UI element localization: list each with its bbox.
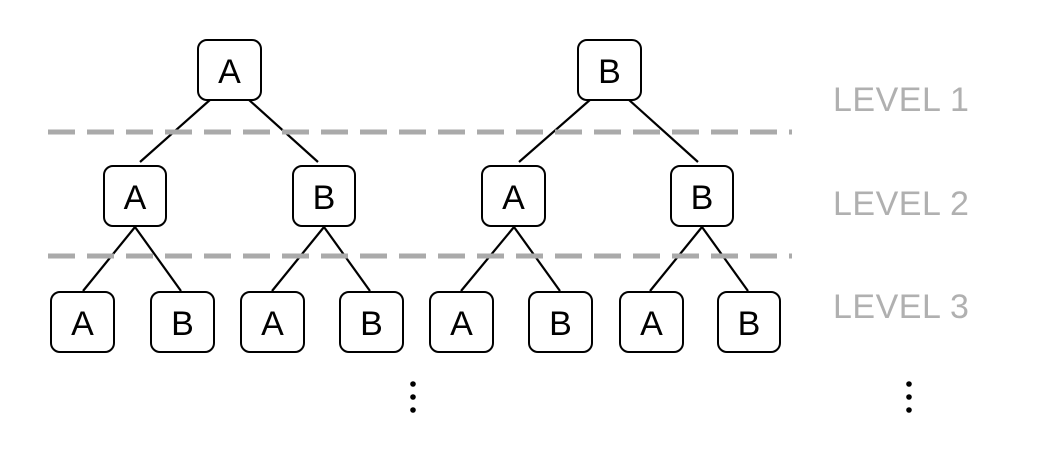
tree-node: A bbox=[240, 291, 305, 353]
tree-node: A bbox=[429, 291, 494, 353]
level-label-3: LEVEL 3 bbox=[833, 288, 969, 326]
node-label: A bbox=[218, 53, 241, 91]
node-label: B bbox=[360, 305, 383, 343]
node-label: B bbox=[598, 53, 621, 91]
node-label: B bbox=[171, 305, 194, 343]
node-label: A bbox=[71, 305, 94, 343]
edge bbox=[271, 226, 325, 292]
edge bbox=[134, 226, 182, 292]
tree-node: B bbox=[577, 39, 642, 101]
vertical-ellipsis-icon bbox=[410, 381, 416, 413]
node-label: A bbox=[124, 179, 147, 217]
tree-node: A bbox=[197, 39, 262, 101]
node-label: B bbox=[738, 305, 761, 343]
node-label: B bbox=[691, 179, 714, 217]
tree-node: A bbox=[619, 291, 684, 353]
tree-node: B bbox=[528, 291, 593, 353]
edge bbox=[627, 98, 699, 163]
tree-node: B bbox=[717, 291, 781, 353]
edge bbox=[460, 226, 515, 292]
vertical-ellipsis-icon bbox=[906, 381, 912, 413]
edges-tree-1 bbox=[82, 98, 371, 292]
tree-node: A bbox=[481, 165, 546, 227]
level-label-1: LEVEL 1 bbox=[833, 81, 969, 119]
tree-node: B bbox=[150, 291, 215, 353]
edge bbox=[513, 226, 561, 292]
tree-node: B bbox=[339, 291, 404, 353]
tree-node: B bbox=[292, 165, 356, 227]
node-label: B bbox=[313, 179, 336, 217]
edge bbox=[323, 226, 371, 292]
tree-node: A bbox=[50, 291, 115, 353]
edge bbox=[649, 226, 703, 292]
node-label: B bbox=[549, 305, 572, 343]
edge bbox=[701, 226, 749, 292]
tree-node: A bbox=[103, 165, 167, 227]
node-label: A bbox=[502, 179, 525, 217]
tree-node: B bbox=[670, 165, 734, 227]
level-label-2: LEVEL 2 bbox=[833, 185, 969, 223]
node-label: A bbox=[640, 305, 663, 343]
edge bbox=[82, 226, 136, 292]
node-label: A bbox=[261, 305, 284, 343]
node-label: A bbox=[450, 305, 473, 343]
